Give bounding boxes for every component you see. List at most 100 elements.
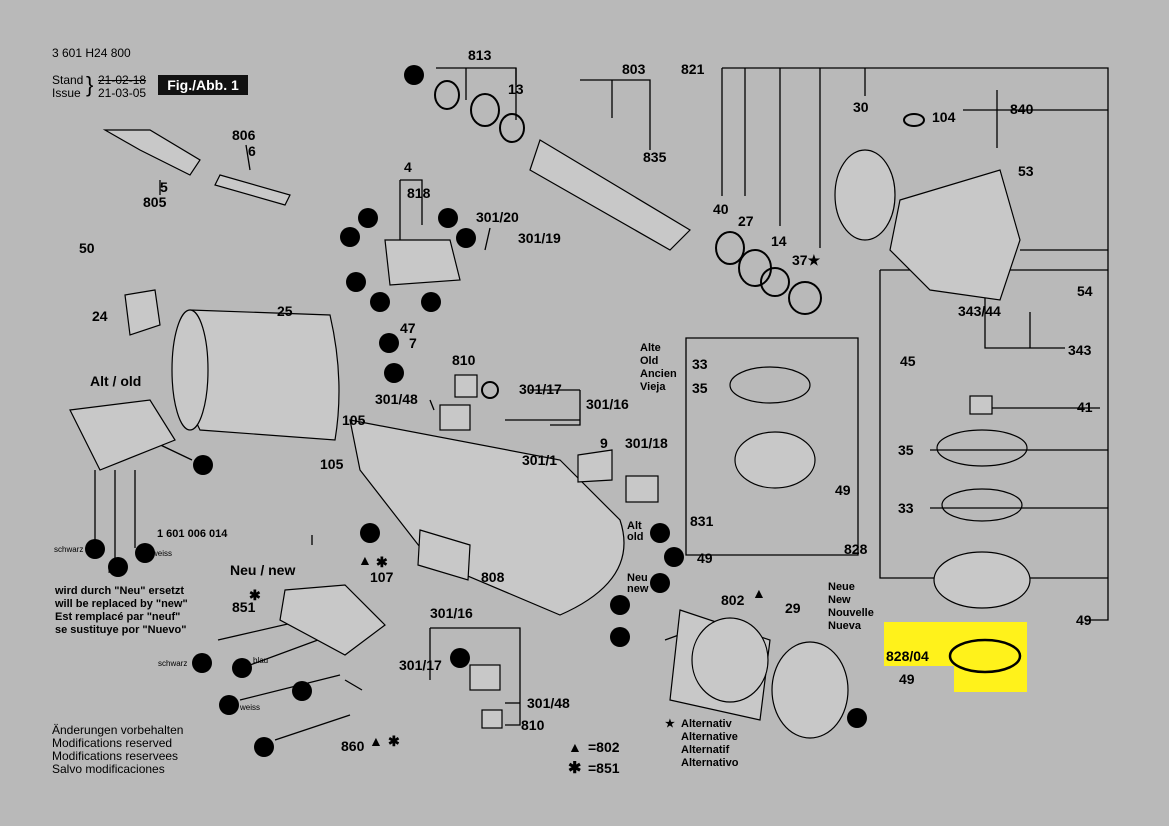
- label-29: 29: [785, 600, 801, 616]
- brace: }: [86, 72, 94, 97]
- wire-blau-1: blau: [108, 566, 123, 575]
- label-840: 840: [1010, 101, 1034, 117]
- marker-I-3: I: [219, 695, 239, 715]
- symbol-triangle-802: ▲: [752, 585, 766, 601]
- wire-blau-2: blau: [253, 656, 268, 665]
- marker-I-1: I: [456, 228, 476, 248]
- marker-K-2: K: [650, 523, 670, 543]
- label-813: 813: [468, 47, 492, 63]
- label-30: 30: [853, 99, 869, 115]
- nueva-label: Nueva: [828, 620, 862, 632]
- svg-text:C: C: [427, 298, 435, 310]
- svg-text:G: G: [656, 579, 665, 591]
- part-labels: 813 803 821 30 840 104 13 835 53 806 6 5…: [79, 47, 1093, 754]
- mods-de: Änderungen vorbehalten: [52, 723, 184, 737]
- svg-text:C: C: [238, 664, 246, 676]
- legend-triangle: ▲: [568, 739, 582, 755]
- label-14: 14: [771, 233, 787, 249]
- svg-text:C: C: [114, 563, 122, 575]
- label-821: 821: [681, 61, 705, 77]
- svg-text:D: D: [456, 654, 464, 666]
- label-6: 6: [248, 143, 256, 159]
- old-label: Old: [640, 355, 659, 367]
- legend-asterisk: ✱: [568, 760, 582, 777]
- svg-text:E: E: [385, 339, 392, 351]
- marker-C-3: C: [232, 658, 252, 678]
- new-label: New: [828, 594, 851, 606]
- alternativ-fr: Alternatif: [681, 744, 730, 756]
- svg-text:G: G: [260, 743, 269, 755]
- legend-851: =851: [588, 760, 620, 776]
- marker-F-3: F: [192, 653, 212, 673]
- svg-text:F: F: [299, 687, 306, 699]
- label-808: 808: [481, 569, 505, 585]
- marker-B-2: B: [438, 208, 458, 228]
- marker-J-2: J: [610, 595, 630, 615]
- label-301-19: 301/19: [518, 230, 561, 246]
- label-104: 104: [932, 109, 956, 125]
- wire-weiss-2: weiss: [239, 703, 260, 712]
- label-301-17-a: 301/17: [519, 381, 562, 397]
- svg-text:D: D: [616, 633, 624, 645]
- highlight-cutout: [884, 666, 954, 696]
- label-49-c: 49: [1076, 612, 1092, 628]
- marker-K: K: [193, 455, 213, 475]
- svg-text:F: F: [92, 545, 99, 557]
- alternative-star: ★: [665, 718, 675, 730]
- new-small: new: [627, 583, 649, 595]
- label-301-48-a: 301/48: [375, 391, 418, 407]
- label-1601006014: 1 601 006 014: [157, 528, 228, 540]
- svg-text:J: J: [617, 601, 623, 613]
- wire-schwarz-1: schwarz: [54, 545, 83, 554]
- marker-A-3: A: [370, 292, 390, 312]
- alternativ-es: Alternativo: [681, 757, 739, 769]
- label-47: 47: [400, 320, 416, 336]
- wire-schwarz-2: schwarz: [158, 659, 187, 668]
- label-810-b: 810: [521, 717, 545, 733]
- symbol-asterisk-851: ✱: [249, 587, 261, 603]
- symbol-triangle-860: ▲: [369, 733, 383, 749]
- label-53: 53: [1018, 163, 1034, 179]
- label-5: 5: [160, 179, 168, 195]
- label-835: 835: [643, 149, 667, 165]
- marker-A-4: A: [847, 708, 867, 728]
- label-828: 828: [844, 541, 868, 557]
- marker-F-1: F: [346, 272, 366, 292]
- stand-date: 21-02-18: [98, 73, 147, 87]
- vieja-label: Vieja: [640, 381, 666, 393]
- label-301-20: 301/20: [476, 209, 519, 225]
- mods-fr: Modifications reservees: [52, 749, 179, 763]
- label-49-d: 49: [899, 671, 915, 687]
- marker-E: E: [379, 333, 399, 353]
- marker-D-2: D: [450, 648, 470, 668]
- label-343: 343: [1068, 342, 1092, 358]
- ancien-label: Ancien: [640, 368, 677, 380]
- label-803: 803: [622, 61, 646, 77]
- label-4: 4: [404, 159, 412, 175]
- stand-label: Stand: [52, 73, 84, 87]
- symbol-asterisk-107: ✱: [376, 554, 388, 570]
- svg-text:H: H: [670, 553, 678, 565]
- svg-text:I: I: [227, 701, 230, 713]
- label-828-04: 828/04: [886, 648, 929, 664]
- svg-text:A: A: [853, 714, 861, 726]
- replaced-note-es: se sustituye por "Nuevo": [55, 624, 187, 636]
- issue-date: 21-03-05: [98, 86, 147, 100]
- o-ring-828-04: [948, 638, 1022, 674]
- mods-en: Modifications reserved: [52, 736, 173, 750]
- svg-text:J: J: [367, 529, 373, 541]
- issue-label: Issue: [52, 86, 81, 100]
- label-33-b: 33: [898, 500, 914, 516]
- label-35-a: 35: [692, 380, 708, 396]
- label-301-48-b: 301/48: [527, 695, 570, 711]
- label-105-a: 105: [342, 412, 366, 428]
- label-40: 40: [713, 201, 729, 217]
- svg-text:H: H: [390, 369, 398, 381]
- marker-D-1: D: [610, 627, 630, 647]
- label-802: 802: [721, 592, 745, 608]
- alt-small: Alt: [627, 520, 642, 532]
- alternativ-de: Alternativ: [681, 718, 732, 730]
- svg-text:I: I: [464, 234, 467, 246]
